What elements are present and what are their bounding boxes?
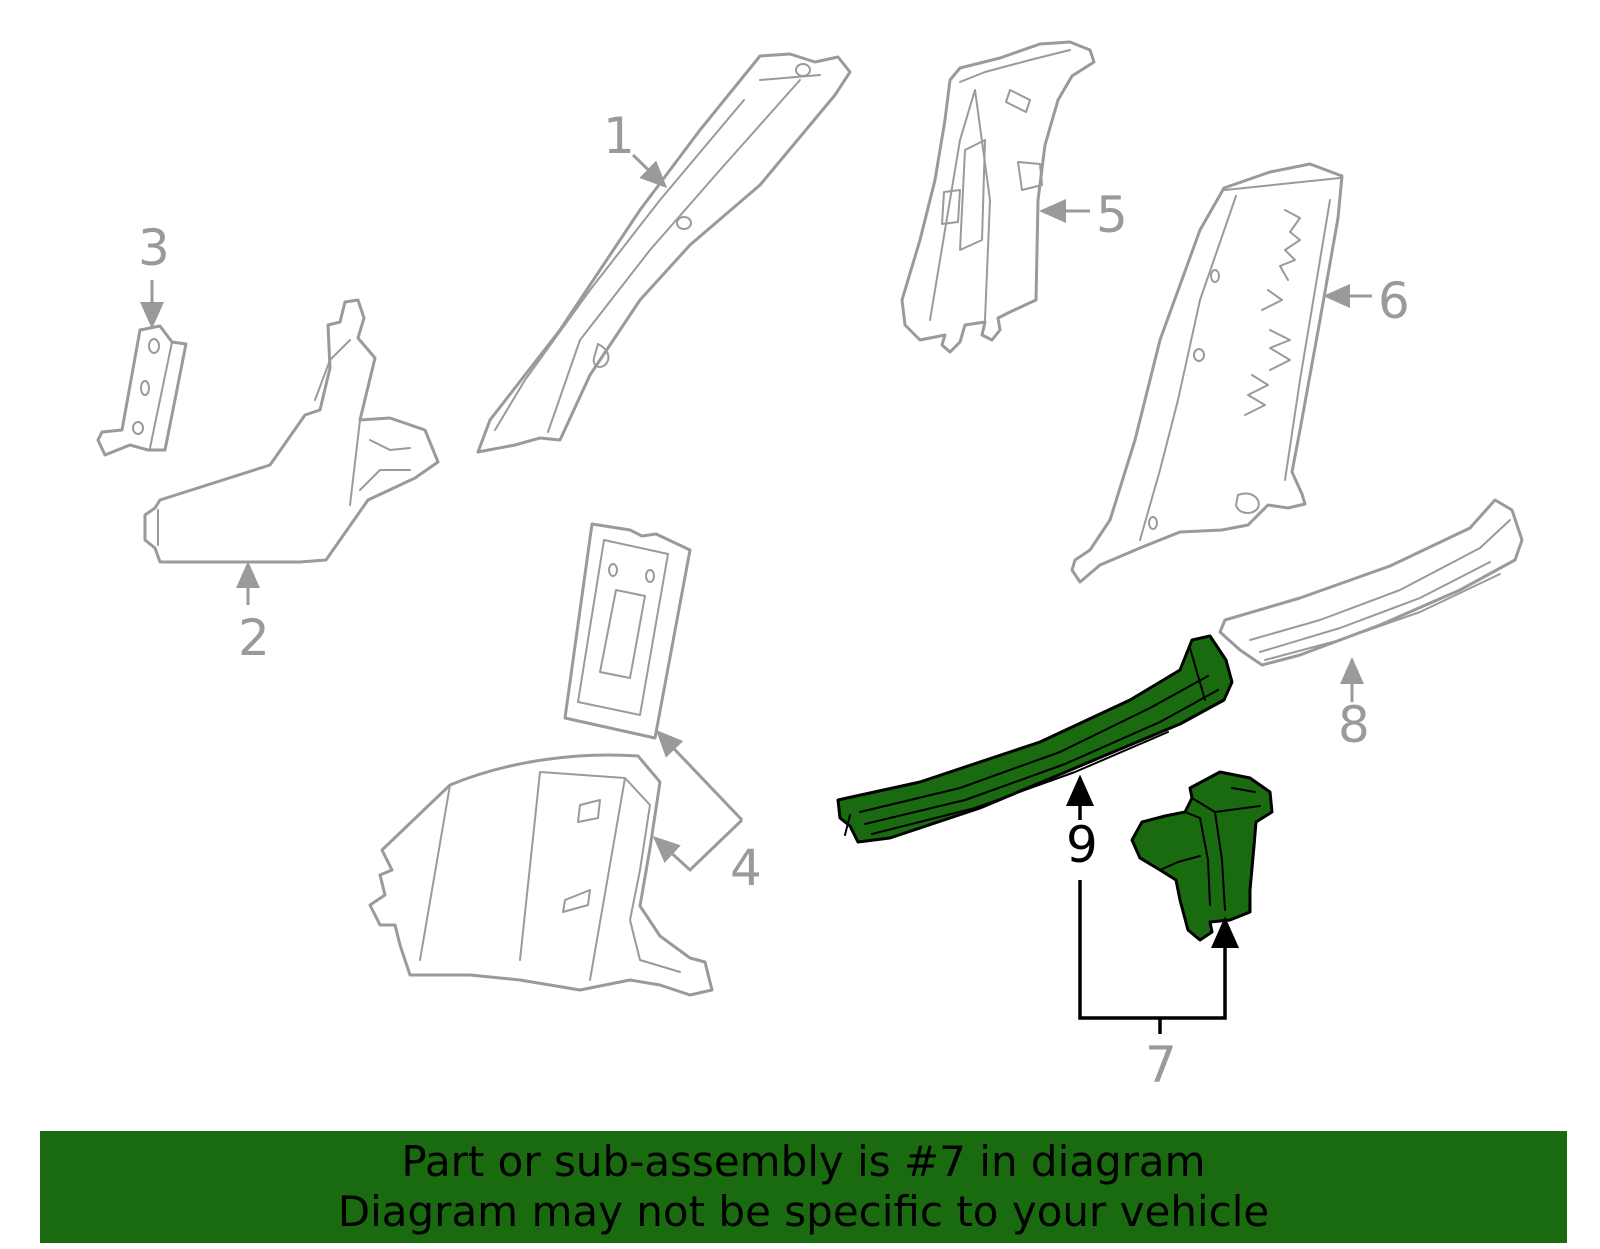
banner-line-2: Diagram may not be specific to your vehi…: [337, 1187, 1270, 1236]
leader-4: [655, 729, 744, 822]
parts-diagram: 1 2 3 4 5 6 7 8 9: [96, 40, 1524, 1094]
banner-line-1: Part or sub-assembly is #7 in diagram: [401, 1137, 1206, 1186]
leader-4b: [652, 818, 744, 873]
leader-7-bracket: [1078, 880, 1239, 1020]
part-9-sill-plate: [836, 634, 1234, 844]
part-5-upper-trim: [900, 40, 1096, 354]
part-3-bracket: [96, 324, 188, 457]
callout-6: 6: [1378, 272, 1410, 330]
callout-2: 2: [238, 609, 270, 667]
callout-5: 5: [1096, 186, 1128, 244]
part-7-clip: [1130, 770, 1274, 942]
part-1-pillar-trim: [476, 52, 852, 454]
part-4-pillar-plate: [563, 522, 692, 740]
part-4-lower-trim: [368, 753, 714, 997]
callout-7: 7: [1145, 1036, 1177, 1094]
callout-8: 8: [1338, 696, 1370, 754]
callout-3: 3: [138, 219, 170, 277]
info-banner: Part or sub-assembly is #7 in diagram Di…: [40, 1131, 1567, 1243]
part-6-pillar-trim: [1070, 162, 1344, 584]
callout-1: 1: [603, 107, 635, 165]
part-8-sill-plate: [1218, 498, 1524, 667]
leader-1: [631, 153, 668, 189]
part-2-kick-panel: [143, 298, 440, 564]
callout-9: 9: [1066, 816, 1098, 874]
callout-4: 4: [730, 839, 762, 897]
